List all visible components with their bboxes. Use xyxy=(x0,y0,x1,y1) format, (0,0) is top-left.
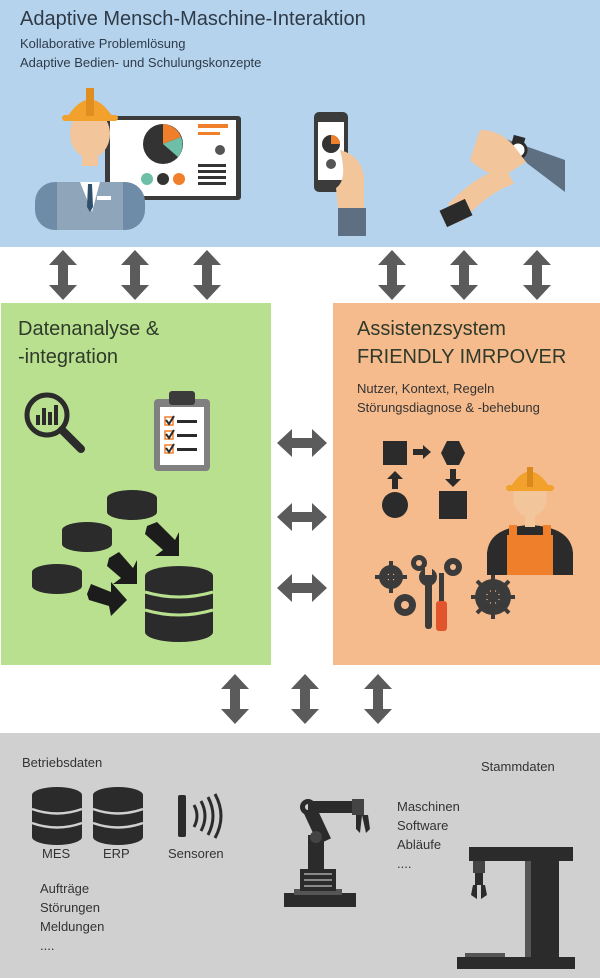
arrow-middle-1 xyxy=(277,429,327,457)
smartwatch-hand-icon xyxy=(439,130,565,228)
betriebsdaten-label: Betriebsdaten xyxy=(22,755,103,770)
bottom-panel-data-sources: Betriebsdaten Stammdaten MES ERP Sensore… xyxy=(0,733,600,978)
sensoren-label: Sensoren xyxy=(168,846,224,861)
arrow-top-left-3 xyxy=(193,250,221,300)
stammdaten-label: Stammdaten xyxy=(481,759,555,774)
left-panel-title-1: Datenanalyse & xyxy=(18,318,160,340)
gantry-machine-icon xyxy=(457,847,575,969)
arrow-middle-2 xyxy=(277,503,327,531)
list-right-item: Software xyxy=(397,818,449,833)
clipboard-checklist-icon xyxy=(154,391,210,471)
mes-label: MES xyxy=(42,846,71,861)
list-right-item: .... xyxy=(397,856,412,871)
arrow-top-right-1 xyxy=(378,250,406,300)
sensor-icon xyxy=(178,793,223,839)
right-panel-title-2: FRIENDLY IMRPOVER xyxy=(357,346,567,368)
gears-tools-icon xyxy=(375,555,515,631)
arrow-top-left-1 xyxy=(49,250,77,300)
list-right-item: Maschinen xyxy=(397,799,460,814)
right-panel-line-2: Störungsdiagnose & -behebung xyxy=(357,400,540,415)
right-panel-line-1: Nutzer, Kontext, Regeln xyxy=(357,381,495,396)
right-panel-assistance-system: Assistenzsystem FRIENDLY IMRPOVER Nutzer… xyxy=(333,303,600,665)
list-left-item: Störungen xyxy=(40,900,100,915)
list-left-item: .... xyxy=(40,938,55,953)
erp-label: ERP xyxy=(103,846,130,861)
arrow-middle-3 xyxy=(277,574,327,602)
arrow-bottom-2 xyxy=(291,674,319,724)
top-panel-line-2: Adaptive Bedien- und Schulungskonzepte xyxy=(20,55,262,70)
right-panel-title-1: Assistenzsystem xyxy=(357,318,506,340)
mes-database-icon xyxy=(31,787,83,845)
arrow-top-right-2 xyxy=(450,250,478,300)
left-panel-data-analysis: Datenanalyse & -integration xyxy=(1,303,271,665)
worker-icon xyxy=(487,467,573,575)
worker-dashboard-icon xyxy=(35,88,241,230)
database-integration-icon xyxy=(32,490,214,642)
left-panel-title-2: -integration xyxy=(18,346,119,368)
smartphone-hand-icon xyxy=(314,112,366,236)
arrow-top-left-2 xyxy=(121,250,149,300)
flowchart-icon xyxy=(382,441,467,519)
top-panel-line-1: Kollaborative Problemlösung xyxy=(20,36,186,51)
list-left-item: Aufträge xyxy=(40,881,90,896)
list-left-item: Meldungen xyxy=(40,919,105,934)
arrow-bottom-3 xyxy=(364,674,392,724)
arrow-top-right-3 xyxy=(523,250,551,300)
list-right-item: Abläufe xyxy=(397,837,442,852)
arrow-bottom-1 xyxy=(221,674,249,724)
erp-database-icon xyxy=(92,787,144,845)
top-panel-title: Adaptive Mensch-Maschine-Interaktion xyxy=(20,8,366,30)
robot-arm-icon xyxy=(284,799,370,907)
top-panel-mmi: Adaptive Mensch-Maschine-Interaktion Kol… xyxy=(0,0,600,247)
magnifier-chart-icon xyxy=(24,392,85,453)
